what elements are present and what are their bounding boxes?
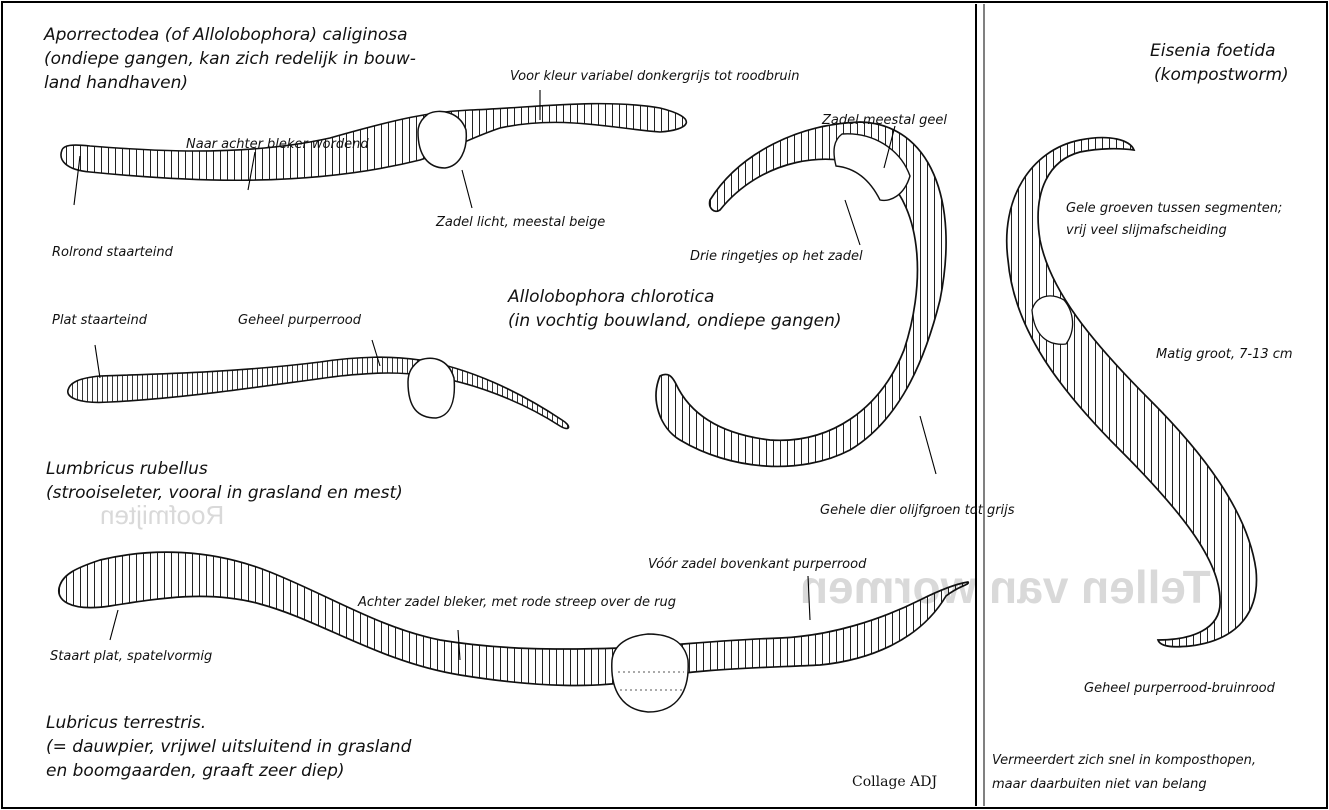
terrestris-name: Lubricus terrestris.: [46, 712, 206, 735]
chlorotica-rings-note: Drie ringetjes op het zadel: [690, 248, 863, 265]
caliginosa-color-note: Voor kleur variabel donkergrijs tot rood…: [510, 68, 799, 85]
terrestris-front-note: Vóór zadel bovenkant purperrood: [648, 556, 866, 573]
saddle-caliginosa: [418, 111, 466, 168]
worm-terrestris: [59, 552, 968, 712]
foetida-color-note: Geheel purperrood-bruinrood: [1084, 680, 1275, 697]
caliginosa-habitat-2: land handhaven): [44, 72, 188, 95]
terrestris-habitat-2: en boomgaarden, graaft zeer diep): [46, 760, 345, 783]
caliginosa-tail-note: Rolrond staarteind: [52, 244, 173, 261]
caliginosa-name: Aporrectodea (of Allolobophora) caligino…: [44, 24, 408, 47]
saddle-terrestris: [612, 634, 688, 712]
chlorotica-name: Allolobophora chlorotica: [508, 286, 714, 309]
foetida-common: (kompostworm): [1154, 64, 1289, 87]
terrestris-tail-note: Staart plat, spatelvormig: [50, 648, 212, 665]
caliginosa-rear-note: Naar achter bleker wordend: [186, 136, 369, 153]
foetida-spread-note-2: maar daarbuiten niet van belang: [992, 776, 1207, 793]
terrestris-rear-note: Achter zadel bleker, met rode streep ove…: [358, 594, 676, 611]
foetida-name: Eisenia foetida: [1150, 40, 1276, 63]
chlorotica-body-note: Gehele dier olijfgroen tot grijs: [820, 502, 1015, 519]
worm-caliginosa: [61, 104, 686, 181]
collage-credit: Collage ADJ: [852, 774, 937, 791]
foetida-size-note: Matig groot, 7-13 cm: [1156, 346, 1293, 363]
chlorotica-saddle-note: Zadel meestal geel: [822, 112, 947, 129]
terrestris-habitat-1: (= dauwpier, vrijwel uitsluitend in gras…: [46, 736, 411, 759]
caliginosa-habitat-1: (ondiepe gangen, kan zich redelijk in bo…: [44, 48, 416, 71]
foetida-grooves-note-2: vrij veel slijmafscheiding: [1066, 222, 1227, 239]
rubellus-habitat: (strooiseleter, vooral in grasland en me…: [46, 482, 403, 505]
caliginosa-saddle-note: Zadel licht, meestal beige: [436, 214, 605, 231]
worm-rubellus: [68, 357, 569, 428]
chlorotica-habitat: (in vochtig bouwland, ondiepe gangen): [508, 310, 842, 333]
rubellus-name: Lumbricus rubellus: [46, 458, 208, 481]
rubellus-color-note: Geheel purperrood: [238, 312, 361, 329]
foetida-spread-note-1: Vermeerdert zich snel in komposthopen,: [992, 752, 1256, 769]
saddle-rubellus: [408, 358, 454, 418]
foetida-grooves-note-1: Gele groeven tussen segmenten;: [1066, 200, 1282, 217]
rubellus-tail-note: Plat staarteind: [52, 312, 147, 329]
